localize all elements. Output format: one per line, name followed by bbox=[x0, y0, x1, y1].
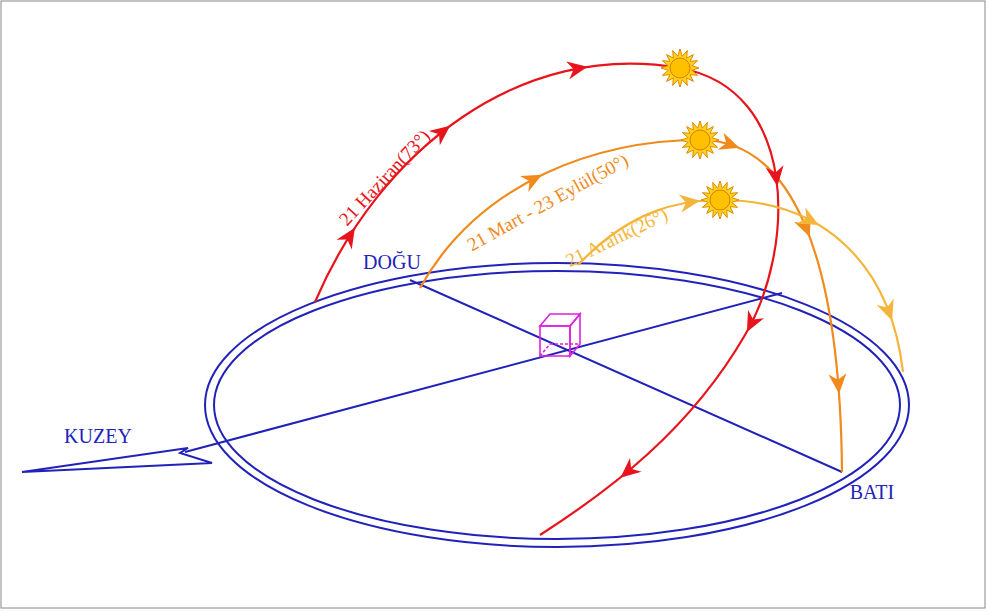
sun-core bbox=[670, 58, 690, 78]
north-arrow bbox=[22, 448, 212, 472]
arrowhead bbox=[739, 310, 764, 336]
sun-rays bbox=[661, 49, 699, 87]
arrowhead bbox=[718, 133, 743, 157]
sun-rays bbox=[701, 181, 739, 219]
arrowhead bbox=[797, 208, 823, 233]
arrowhead bbox=[566, 58, 589, 79]
direction-label: BATI bbox=[850, 481, 894, 503]
direction-label: DOĞU bbox=[363, 251, 421, 273]
arrowhead bbox=[615, 458, 642, 485]
sun-core bbox=[710, 190, 730, 210]
sun-rays bbox=[681, 121, 719, 159]
equinox-sun-path bbox=[420, 140, 842, 472]
sun-symbols bbox=[661, 49, 739, 219]
east-west-line bbox=[410, 280, 842, 472]
arrowhead bbox=[679, 192, 701, 213]
horizon-outer bbox=[205, 263, 909, 547]
path-arrowheads bbox=[337, 58, 901, 485]
arrowhead bbox=[520, 167, 546, 192]
june-sun-path bbox=[315, 64, 778, 535]
north-south-line bbox=[185, 293, 782, 452]
horizon-inner bbox=[214, 271, 900, 539]
direction-label: KUZEY bbox=[64, 425, 132, 447]
arrowhead bbox=[877, 299, 901, 324]
observer-cube bbox=[540, 314, 580, 356]
arrowhead bbox=[828, 373, 848, 394]
date-label: 21 Aralık(26°) bbox=[563, 204, 671, 271]
sun-core bbox=[690, 130, 710, 150]
date-label: 21 Haziran(73°) bbox=[335, 126, 434, 230]
arrowhead bbox=[766, 165, 787, 187]
